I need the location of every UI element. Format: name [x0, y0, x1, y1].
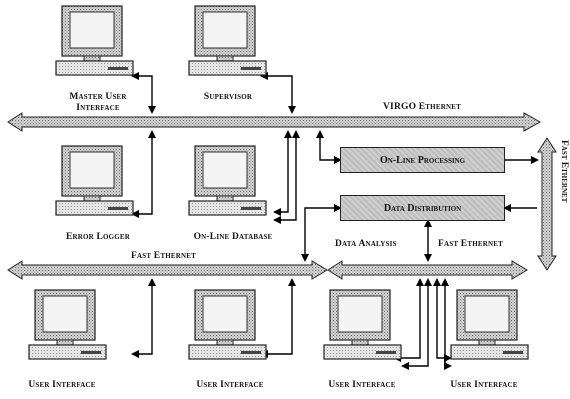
master-ui-label: Master User Interface [69, 92, 126, 114]
online-database-computer [188, 145, 267, 216]
error-logger-label: Error Logger [65, 232, 131, 242]
error-logger-computer [55, 145, 134, 216]
user-interface-computer-3 [323, 289, 402, 360]
fast-ethernet-bus-vertical [537, 137, 557, 271]
user-interface-label-3: User Interface [328, 380, 396, 390]
fast-ethernet-bus-right [327, 260, 528, 280]
data-distribution-box: Data Distribution [340, 195, 505, 221]
user-interface-computer-1 [28, 289, 107, 360]
master-ui-computer [55, 5, 134, 76]
fast-ethernet-vertical-label: Fast Ethernet [559, 140, 569, 203]
user-interface-computer-2 [188, 289, 267, 360]
supervisor-computer [188, 5, 267, 76]
fast-ethernet-left-label: Fast Ethernet [131, 251, 196, 261]
virgo-ethernet-bus [7, 112, 542, 132]
fast-ethernet-bus-left [7, 260, 328, 280]
master-ui-label-line1: Master User [69, 92, 127, 102]
user-interface-label-2: User Interface [196, 380, 264, 390]
user-interface-computer-4 [450, 289, 529, 360]
user-interface-label-4: User Interface [450, 380, 518, 390]
supervisor-label: Supervisor [203, 92, 253, 102]
user-interface-label-1: User Interface [28, 380, 96, 390]
data-distribution-label: Data Distribution [383, 202, 462, 214]
online-processing-box: On-Line Processing [340, 147, 505, 173]
master-ui-label-line2: Interface [76, 103, 120, 113]
virgo-ethernet-label: VIRGO Ethernet [383, 102, 461, 112]
fast-ethernet-right-label: Fast Ethernet [438, 239, 503, 249]
online-processing-label: On-Line Processing [379, 154, 466, 166]
online-database-label: On-Line Database [193, 232, 273, 242]
data-analysis-label: Data Analysis [335, 239, 397, 249]
